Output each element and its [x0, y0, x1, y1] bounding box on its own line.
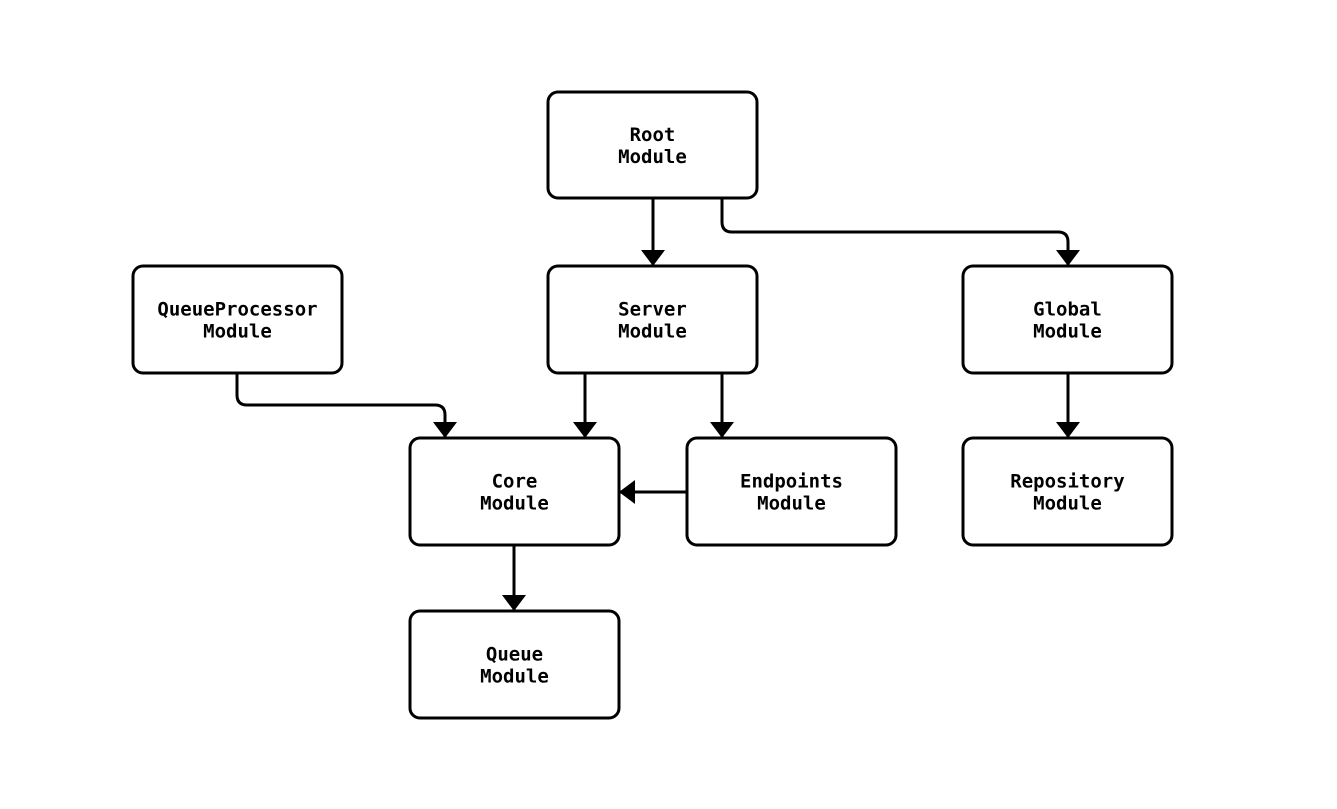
queueprocessor-module-box [131, 264, 344, 375]
queue-module-box [408, 609, 621, 720]
core-module-box [408, 436, 621, 547]
edges-layer [235, 196, 1080, 612]
endpoints-module-box [685, 436, 898, 547]
server-module-box [546, 264, 759, 375]
repository-module-box [961, 436, 1174, 547]
edge-root-to-global [720, 196, 1080, 267]
edge-queueprocessor-to-core [235, 371, 457, 439]
global-module-box [961, 264, 1174, 375]
root-module-box [546, 90, 759, 200]
